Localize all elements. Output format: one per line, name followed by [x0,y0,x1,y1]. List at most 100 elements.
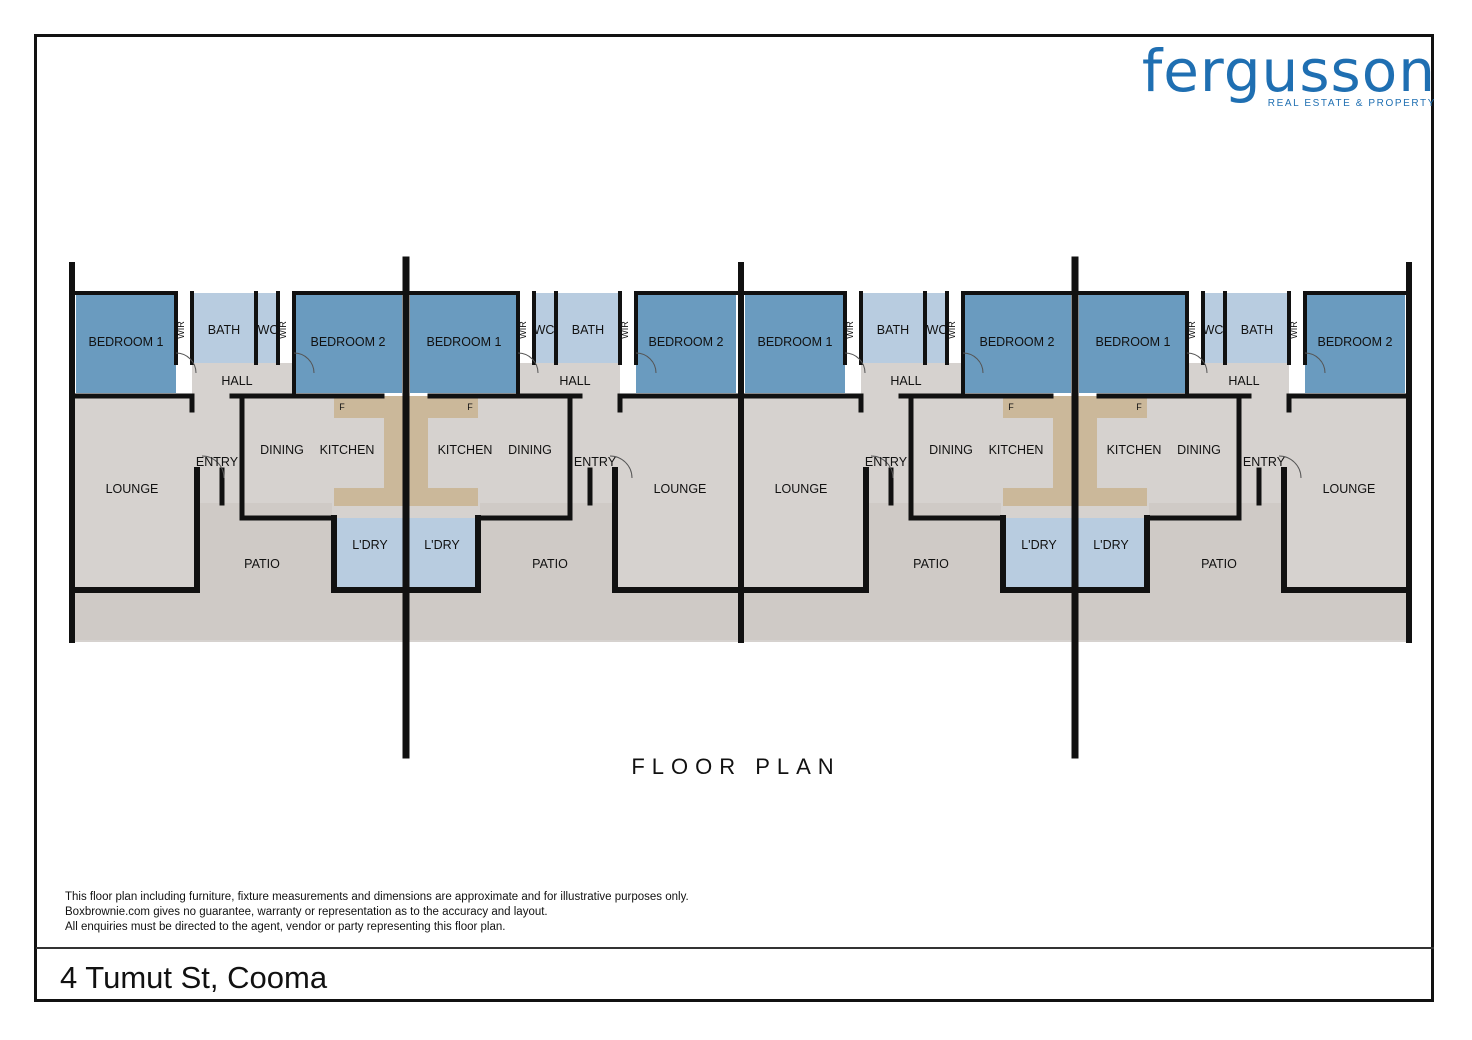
hall-floor [1187,363,1289,396]
entry-label: ENTRY [865,455,908,469]
wc-floor [925,293,947,363]
bath-label: BATH [208,323,240,337]
wir-floor [620,293,636,363]
disclaimer: This floor plan including furniture, fix… [65,890,689,935]
dining-label: DINING [1177,443,1221,457]
entry-label: ENTRY [1243,455,1286,469]
wir-label: WIR [620,321,630,339]
bath-label: BATH [1241,323,1273,337]
laundry-floor [1003,518,1075,588]
kitchen-bench [406,396,428,506]
wir-label: WIR [947,321,957,339]
kitchen-label: KITCHEN [320,443,375,457]
fridge-label: F [339,402,345,412]
lounge-label: LOUNGE [1323,482,1376,496]
patio-label: PATIO [1201,557,1237,571]
disclaimer-line: This floor plan including furniture, fix… [65,891,689,903]
dining-label: DINING [260,443,304,457]
entry-label: ENTRY [196,455,239,469]
bedroom-floor [1305,293,1405,393]
bedroom-label: BEDROOM 1 [88,335,163,349]
laundry-floor [334,518,406,588]
wir-floor [1187,293,1203,363]
wir-floor [176,293,192,363]
kitchen-bench [334,488,406,506]
bath-floor [1225,293,1289,363]
wc-label: WC [927,323,948,337]
bedroom-label: BEDROOM 2 [310,335,385,349]
plan-title: FLOOR PLAN [631,754,841,779]
bedroom-label: BEDROOM 1 [757,335,832,349]
bedroom-label: BEDROOM 1 [1095,335,1170,349]
door-swing [1304,352,1326,374]
footer-divider [36,947,1434,949]
bedroom-floor [76,293,176,393]
wir-label: WIR [845,321,855,339]
bath-floor [861,293,925,363]
dining-label: DINING [929,443,973,457]
patio-label: PATIO [913,557,949,571]
bath-floor [556,293,620,363]
wir-floor [845,293,861,363]
patio-floor [1075,590,1409,640]
wir-floor [518,293,534,363]
wir-floor [278,293,294,363]
patio-label: PATIO [532,557,568,571]
bedroom-label: BEDROOM 1 [426,335,501,349]
laundry-label: L'DRY [352,538,388,552]
fridge-label: F [1136,402,1142,412]
laundry-floor [1075,518,1147,588]
bath-label: BATH [877,323,909,337]
disclaimer-line: Boxbrownie.com gives no guarantee, warra… [65,906,548,918]
kitchen-bench [1075,396,1097,506]
door-swing [293,352,315,374]
fridge-label: F [1008,402,1014,412]
door-swing [1186,352,1208,374]
bedroom-floor [1079,293,1187,393]
bedroom-floor [745,293,845,393]
wc-label: WC [534,323,555,337]
patio-floor [741,590,1075,640]
lounge-label: LOUNGE [654,482,707,496]
disclaimer-line: All enquiries must be directed to the ag… [65,921,506,933]
property-address: 4 Tumut St, Cooma [60,960,328,995]
bedroom-floor [294,293,402,393]
hall-floor [192,363,294,396]
door-swing [1278,455,1302,479]
fridge-label: F [467,402,473,412]
wir-label: WIR [518,321,528,339]
lounge-label: LOUNGE [775,482,828,496]
wc-floor [256,293,278,363]
hall-floor [518,363,620,396]
wir-label: WIR [1289,321,1299,339]
kitchen-bench [384,396,406,506]
kitchen-label: KITCHEN [989,443,1044,457]
wir-label: WIR [1187,321,1197,339]
patio-floor [72,590,406,640]
patio-floor [406,590,740,640]
hall-label: HALL [1228,374,1259,388]
bedroom-label: BEDROOM 2 [1317,335,1392,349]
bedroom-label: BEDROOM 2 [648,335,723,349]
wc-label: WC [1203,323,1224,337]
hall-label: HALL [221,374,252,388]
wc-floor [534,293,556,363]
bath-floor [192,293,256,363]
bedroom-floor [636,293,736,393]
patio-label: PATIO [244,557,280,571]
kitchen-bench [1053,396,1075,506]
door-swing [844,352,866,374]
wc-floor [1203,293,1225,363]
lounge-label: LOUNGE [106,482,159,496]
entry-label: ENTRY [574,455,617,469]
kitchen-bench [406,488,478,506]
kitchen-bench [1075,488,1147,506]
door-swing [870,455,894,479]
laundry-label: L'DRY [1021,538,1057,552]
wc-label: WC [258,323,279,337]
laundry-label: L'DRY [1093,538,1129,552]
laundry-label: L'DRY [424,538,460,552]
brand-name: fergusson [1141,37,1436,105]
door-swing [635,352,657,374]
